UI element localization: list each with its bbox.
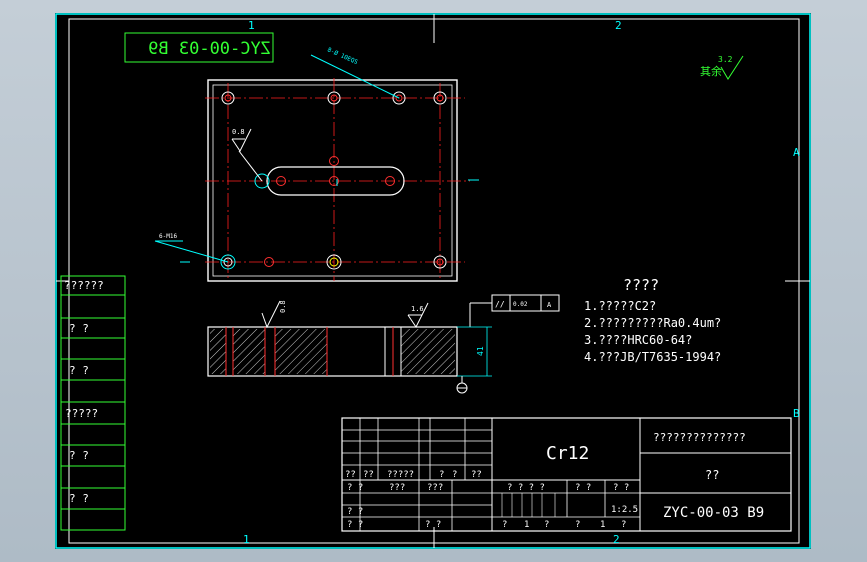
zone-label-bottom-2: 2: [613, 533, 620, 546]
sheet-cell-1: ?: [502, 520, 507, 530]
top-view: 8-Ø 10EQS 6-M16 0.8: [154, 46, 479, 282]
stage-header-2: ? ?: [575, 483, 591, 493]
tech-requirement-2: 2.?????????Ra0.4um?: [584, 316, 721, 330]
sheet-cell-4: ?: [575, 520, 580, 530]
hatch-block-4: [401, 329, 455, 374]
hole-top-2: [327, 91, 341, 105]
hole-slot-right: [385, 176, 395, 186]
part-code-box: [124, 32, 274, 63]
hole-top-4-inner: [436, 94, 444, 102]
zone-label-right-b: B: [793, 407, 800, 420]
sign-cell-6: ? ?: [425, 520, 441, 530]
stage-header-1: ? ? ? ?: [507, 483, 545, 493]
roughness-section-b-value: 1.6: [411, 305, 424, 313]
cad-drawing: 1 2 1 2 A B ZYC-00-03 B9 其余 3.2: [55, 13, 811, 549]
zone-label-top-2: 2: [615, 19, 622, 32]
left-col-cell-6: ? ?: [69, 492, 89, 505]
part-code-mirrored: ZYC-00-03 B9: [148, 39, 271, 59]
hole-top-1-inner: [224, 94, 232, 102]
roughness-slot-value: 0.8: [232, 128, 245, 136]
roughness-section-b-symbol: [407, 302, 429, 328]
title-block: ?? ?? ????? ? ? ?? ? ? ??? ??? ? ? ? ? ?…: [341, 417, 792, 532]
rev-cell-2: ??: [363, 470, 374, 480]
left-col-cell-5: ? ?: [69, 449, 89, 462]
hole-mid-upper: [329, 156, 339, 166]
stage-header-3: ? ?: [613, 483, 629, 493]
hole-bottom-1-inner: [223, 257, 233, 267]
roughness-general-symbol: [720, 55, 744, 80]
sheet-cell-2: 1: [524, 520, 529, 530]
sign-cell-5: ? ?: [347, 520, 363, 530]
material-name: Cr12: [546, 443, 589, 464]
zone-label-top-1: 1: [248, 19, 255, 32]
hole-bottom-4-inner: [436, 258, 444, 266]
roughness-section-a-value: 0.8: [279, 300, 287, 313]
left-col-cell-1: ??????: [64, 279, 104, 292]
section-outline: [207, 326, 458, 377]
rev-cell-6: ??: [471, 470, 482, 480]
hatch-block-2: [233, 329, 265, 374]
hole-mid-left-large: [254, 173, 270, 189]
roughness-general-value: 3.2: [718, 55, 733, 64]
hole-top-2-inner: [330, 94, 338, 102]
sheet-cell-5: 1: [600, 520, 605, 530]
hole-bottom-3: [326, 254, 342, 270]
callout-holes-top: 8-Ø 10EQS: [326, 46, 359, 66]
rev-cell-5: ?: [452, 470, 457, 480]
roughness-general-label: 其余: [700, 64, 722, 78]
left-col-cell-4: ?????: [65, 407, 98, 420]
sheet-cell-6: ?: [621, 520, 626, 530]
sign-cell-4: ? ?: [347, 507, 363, 517]
hole-top-3: [392, 91, 406, 105]
plate-outline-inner: [212, 84, 453, 277]
sheet-cell-3: ?: [544, 520, 549, 530]
roughness-section-a-symbol: [261, 300, 281, 329]
scale-value: 1:2.5: [611, 505, 638, 515]
rev-cell-3: ?????: [387, 470, 414, 480]
sign-cell-3: ???: [427, 483, 443, 493]
callout-holes-left: 6-M16: [159, 233, 177, 240]
tolerance-symbol: //: [495, 300, 505, 309]
hole-top-3-inner: [395, 94, 403, 102]
slot-outline: [266, 166, 405, 196]
tech-requirement-3: 3.????HRC60-64?: [584, 333, 692, 347]
tolerance-value: 0.02: [513, 301, 528, 308]
leader-holes-top: [310, 54, 400, 99]
company-name: ??????????????: [653, 431, 746, 444]
part-name: ??: [705, 468, 719, 482]
hatch-block-3: [275, 329, 327, 374]
left-column-table: ?????? ? ? ? ? ????? ? ? ? ?: [60, 275, 126, 531]
roughness-slot-symbol: [231, 128, 252, 152]
zone-label-bottom-1: 1: [243, 533, 250, 546]
left-col-cell-3: ? ?: [69, 364, 89, 377]
roughness-slot-leader: [238, 150, 263, 182]
leader-holes-left: [154, 240, 229, 263]
tech-requirement-1: 1.?????C2?: [584, 299, 656, 313]
tolerance-datum: A: [547, 301, 552, 309]
left-col-cell-2: ? ?: [69, 322, 89, 335]
section-view: 0.8 1.6 // 0.02 A 41: [207, 294, 560, 394]
hatch-block-1: [210, 329, 226, 374]
hole-slot-mid: [329, 176, 339, 186]
hole-bottom-4: [433, 255, 447, 269]
hole-top-1: [221, 91, 235, 105]
hole-bottom-3-inner: [329, 257, 339, 267]
hole-bottom-2: [264, 257, 274, 267]
rev-cell-1: ??: [345, 470, 356, 480]
drawing-sheet: 1 2 1 2 A B ZYC-00-03 B9 其余 3.2: [55, 13, 811, 549]
drawing-number: ZYC-00-03 B9: [663, 505, 764, 521]
dim-height-value: 41: [476, 346, 485, 356]
sign-cell-1: ? ?: [347, 483, 363, 493]
hole-bottom-1: [220, 254, 236, 270]
sign-cell-2: ???: [389, 483, 405, 493]
zone-label-right-a: A: [793, 146, 800, 159]
plate-outline-outer: [207, 79, 458, 282]
rev-cell-4: ?: [439, 470, 444, 480]
hole-top-4: [433, 91, 447, 105]
hole-slot-left: [276, 176, 286, 186]
tech-requirements-title: ????: [623, 276, 659, 294]
tech-requirement-4: 4.???JB/T7635-1994?: [584, 350, 721, 364]
